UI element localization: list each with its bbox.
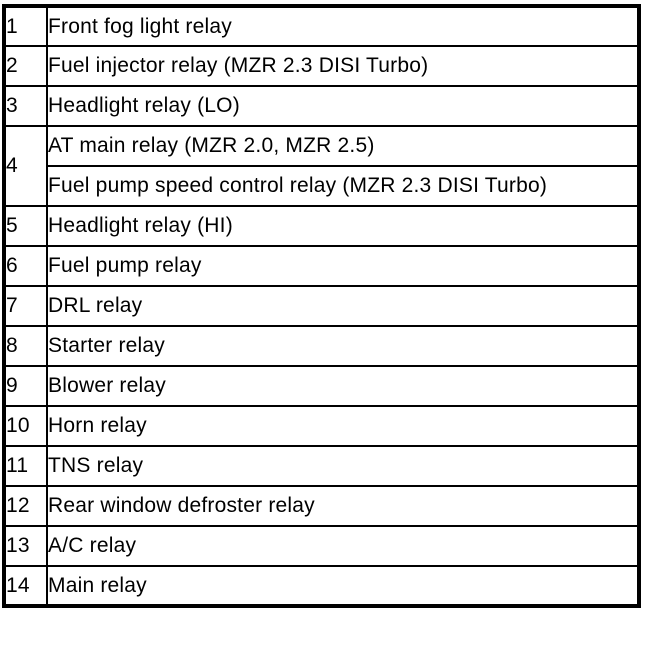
relay-number: 1	[3, 5, 48, 47]
relay-number: 11	[3, 445, 48, 487]
relay-number: 3	[3, 85, 48, 127]
relay-number: 4	[3, 125, 48, 207]
table-row: Fuel pump speed control relay (MZR 2.3 D…	[4, 165, 640, 207]
relay-number: 7	[3, 285, 48, 327]
relay-label: Headlight relay (LO)	[46, 85, 640, 127]
relay-label: Fuel pump speed control relay (MZR 2.3 D…	[46, 165, 640, 207]
relay-label: TNS relay	[46, 445, 640, 487]
relay-label: Fuel injector relay (MZR 2.3 DISI Turbo)	[46, 45, 640, 87]
relay-number: 14	[3, 565, 48, 607]
relay-label: Rear window defroster relay	[46, 485, 640, 527]
relay-number: 9	[3, 365, 48, 407]
relay-label: Horn relay	[46, 405, 640, 447]
relay-number: 2	[3, 45, 48, 87]
relay-label: Front fog light relay	[46, 5, 640, 47]
relay-label: DRL relay	[46, 285, 640, 327]
relay-label: A/C relay	[46, 525, 640, 567]
relay-number: 12	[3, 485, 48, 527]
relay-number: 8	[3, 325, 48, 367]
relay-number: 10	[3, 405, 48, 447]
relay-label: Main relay	[46, 565, 640, 607]
relay-number: 6	[3, 245, 48, 287]
relay-label: Blower relay	[46, 365, 640, 407]
relay-number: 5	[3, 205, 48, 247]
relay-label: AT main relay (MZR 2.0, MZR 2.5)	[46, 125, 640, 167]
relay-label: Starter relay	[46, 325, 640, 367]
relay-label: Fuel pump relay	[46, 245, 640, 287]
relay-label: Headlight relay (HI)	[46, 205, 640, 247]
relay-number: 13	[3, 525, 48, 567]
